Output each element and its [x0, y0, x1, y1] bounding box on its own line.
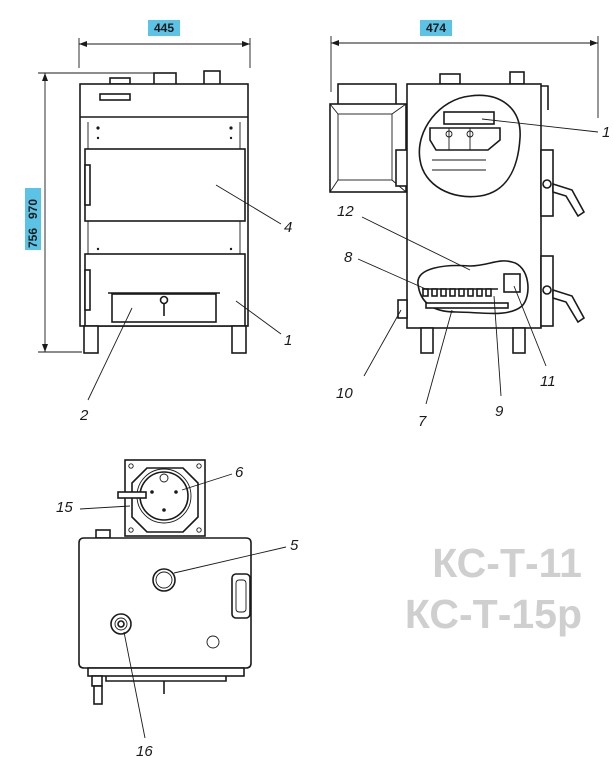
- top-stub: [95, 529, 111, 539]
- callout-12: 12: [337, 203, 354, 220]
- front-nameplate: [99, 93, 131, 101]
- front-leg-right: [231, 325, 247, 354]
- lower-door-lever: [552, 288, 586, 324]
- side-width-dimension: 474: [330, 20, 599, 118]
- callout-15: 15: [56, 499, 73, 516]
- flue-box: [329, 103, 407, 193]
- callout-1-side: 1: [602, 124, 610, 141]
- drain-valve: [397, 299, 408, 319]
- front-view: 445 756 970: [25, 20, 292, 424]
- lower-outlet: [503, 273, 521, 293]
- front-top-cap: [203, 70, 221, 86]
- callout-8: 8: [344, 249, 353, 266]
- callout-4: 4: [284, 219, 292, 236]
- grate: [422, 288, 492, 297]
- heat-exchanger: [429, 127, 501, 151]
- callout-10: 10: [336, 385, 353, 402]
- callout-5: 5: [290, 537, 299, 554]
- front-upper-door: [84, 148, 246, 222]
- height-high-label: 970: [26, 199, 40, 219]
- callout-16: 16: [136, 743, 153, 758]
- upper-door-lever: [552, 182, 586, 218]
- side-leg-left: [420, 327, 434, 354]
- callout-11: 11: [540, 373, 556, 390]
- callout-9: 9: [495, 403, 504, 420]
- side-view: 474: [329, 20, 610, 430]
- callout-2: 2: [79, 407, 89, 424]
- model-name-1: КС-Т-11: [432, 540, 582, 586]
- flue-box-top: [337, 83, 397, 107]
- top-handle: [231, 573, 251, 619]
- top-view: 6 15 5 16: [56, 459, 299, 758]
- model-name-2: КС-Т-15р: [405, 591, 582, 637]
- upper-door-hinge: [84, 164, 91, 206]
- sensor-port: [117, 491, 147, 499]
- inspection-hole: [206, 635, 220, 649]
- lower-door-hinge: [84, 269, 91, 311]
- side-top-collar: [439, 73, 461, 85]
- front-width-label: 445: [154, 21, 174, 35]
- front-width-dimension: 445: [78, 20, 251, 68]
- height-dimension: 756 970: [25, 72, 160, 353]
- side-width-label: 474: [426, 21, 446, 35]
- side-leg-right: [512, 327, 526, 354]
- heat-exchanger-top: [443, 111, 495, 125]
- top-collar: [139, 471, 189, 521]
- callout-7: 7: [418, 413, 427, 430]
- callout-1-front: 1: [284, 332, 292, 349]
- base-valve: [93, 685, 103, 705]
- ash-tray-handle: [159, 295, 169, 305]
- front-top-fitting: [109, 77, 131, 85]
- side-top-cap: [509, 71, 525, 85]
- height-low-label: 756: [26, 228, 40, 248]
- callout-6: 6: [235, 464, 244, 481]
- base-foot: [91, 675, 103, 687]
- base-plate: [87, 667, 245, 677]
- lower-cutaway: [417, 260, 529, 315]
- ash-pan: [425, 302, 509, 309]
- top-body: [78, 537, 252, 669]
- front-leg-left: [83, 325, 99, 354]
